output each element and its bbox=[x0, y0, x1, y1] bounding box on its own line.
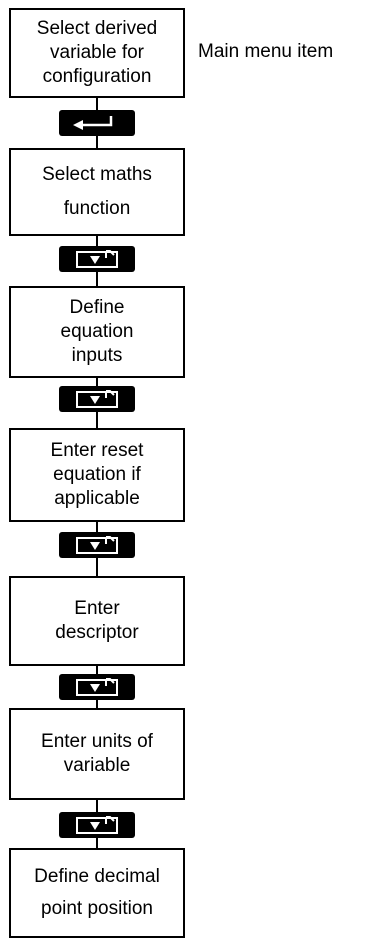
connector-line bbox=[96, 376, 98, 386]
page-down-key-icon bbox=[59, 386, 135, 412]
main-menu-item-label: Main menu item bbox=[198, 41, 334, 62]
enter-key-icon bbox=[59, 110, 135, 136]
connector-line bbox=[96, 412, 98, 430]
step-enter-reset-equation: Enter reset equation if applicable bbox=[9, 428, 185, 522]
step-enter-descriptor: Enter descriptor bbox=[9, 576, 185, 666]
page-down-key-icon bbox=[59, 532, 135, 558]
connector-line bbox=[96, 798, 98, 812]
page-down-key-icon bbox=[59, 812, 135, 838]
connector-line bbox=[96, 272, 98, 288]
connector-line bbox=[96, 838, 98, 850]
page-down-key-icon bbox=[59, 674, 135, 700]
page-down-key-icon bbox=[59, 246, 135, 272]
connector-line bbox=[96, 664, 98, 674]
step-define-equation-inputs: Define equation inputs bbox=[9, 286, 185, 378]
connector-line bbox=[96, 520, 98, 532]
step-select-maths-function: Select maths function bbox=[9, 148, 185, 236]
step-enter-units: Enter units of variable bbox=[9, 708, 185, 800]
connector-line bbox=[96, 700, 98, 710]
connector-line bbox=[96, 558, 98, 578]
connector-line bbox=[96, 96, 98, 110]
connector-line bbox=[96, 136, 98, 150]
connector-line bbox=[96, 234, 98, 246]
step-define-decimal-point: Define decimal point position bbox=[9, 848, 185, 938]
step-select-derived-variable: Select derived variable for configuratio… bbox=[9, 8, 185, 98]
